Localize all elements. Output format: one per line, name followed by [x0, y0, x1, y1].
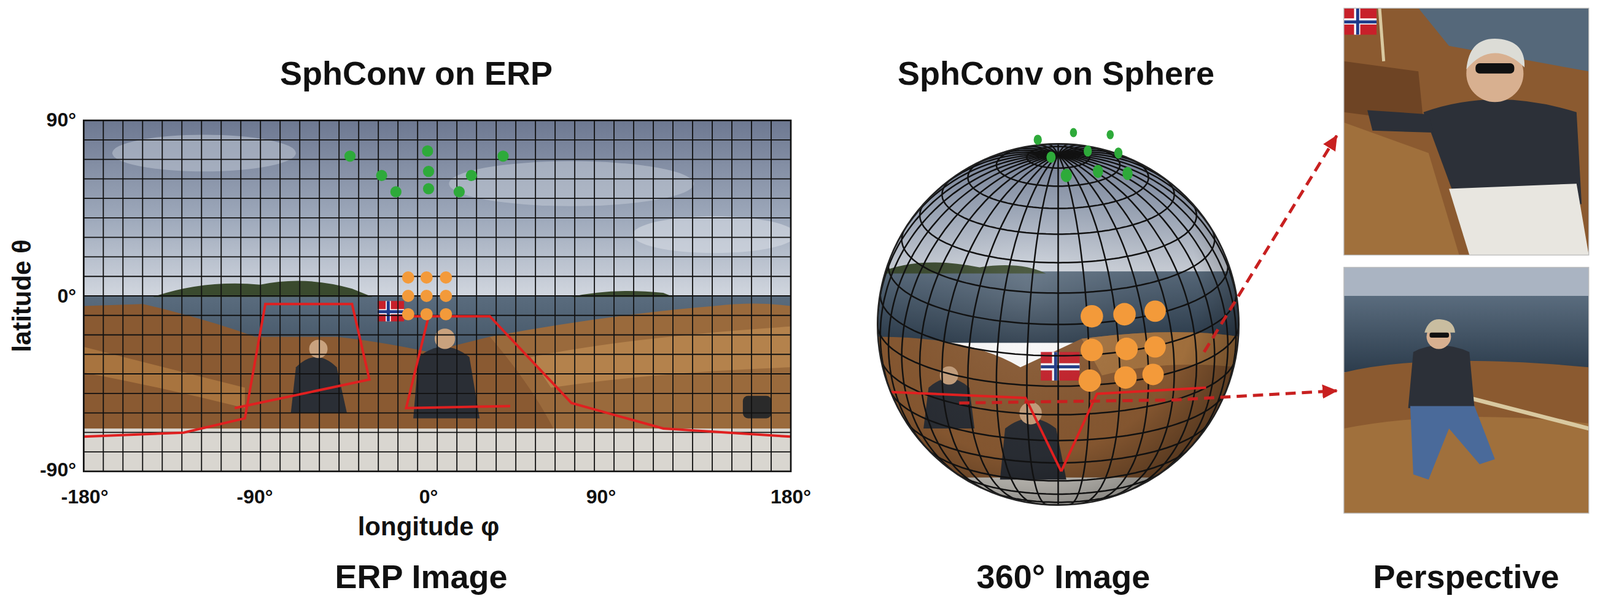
label-anchor: latitude θ: [7, 239, 37, 353]
label-anchor: -90°: [236, 486, 273, 508]
grid-line: [83, 139, 791, 141]
tick-label: 180°: [770, 485, 812, 508]
label-anchor: -180°: [61, 486, 109, 508]
panel-title: SphConv on ERP: [279, 54, 553, 92]
tick-label: 0°: [419, 485, 439, 508]
erp-grid: [83, 120, 791, 472]
label-anchor: 0°: [419, 486, 439, 508]
panel-title: ERP Image: [334, 558, 508, 595]
tick-label: -90°: [236, 485, 273, 508]
tick-label: 0°: [57, 284, 77, 307]
sphere-grid: [877, 143, 1239, 505]
panel-title: SphConv on Sphere: [897, 54, 1215, 92]
tick-label: 90°: [46, 108, 77, 131]
grid-line: [83, 159, 791, 161]
grid-line: [967, 154, 1058, 501]
grid-line: [83, 197, 791, 199]
tick-label: -90°: [39, 458, 77, 481]
flag: [377, 300, 404, 322]
projection-arrow: [959, 391, 1337, 404]
grid-line: [83, 178, 791, 180]
red-outline: [83, 303, 791, 437]
grid-line: [1057, 154, 1059, 506]
grid-line: [83, 412, 791, 414]
label-anchor: -90°: [39, 459, 77, 481]
grid-line: [1057, 154, 1228, 458]
sphere-border: [877, 143, 1239, 505]
label-anchor: 180°: [770, 486, 812, 508]
flag: [377, 310, 404, 314]
label-anchor: 360° Image: [976, 558, 1151, 595]
grid-line: [1057, 154, 1236, 409]
equipment: [742, 396, 772, 419]
panel-title: Perspective: [1372, 558, 1559, 595]
grid-line: [83, 334, 791, 336]
label-anchor: 90°: [586, 486, 616, 508]
panel-title: 360° Image: [976, 558, 1151, 595]
grid-line: [919, 154, 1058, 492]
grid-line: [83, 353, 791, 355]
grid-line: [1026, 154, 1058, 505]
grid-line: [1057, 154, 1090, 505]
grid-line: [83, 256, 791, 258]
projection-arrow: [1203, 135, 1337, 352]
erp-image: [83, 120, 791, 472]
grid-line: [1057, 154, 1239, 325]
sphere-shading: [877, 143, 1239, 505]
grid-line: [83, 295, 791, 297]
perspective-view-top: [1343, 7, 1589, 255]
image-frame: [1343, 267, 1589, 514]
axis-title: longitude φ: [357, 512, 500, 541]
grid-line: [83, 373, 791, 375]
label-anchor: SphConv on Sphere: [897, 55, 1215, 92]
grid-line: [1057, 153, 1184, 196]
tick-label: 90°: [586, 485, 616, 508]
green-kernel-dots: [344, 145, 509, 198]
grid-line: [1057, 151, 1150, 169]
orange-kernel-dots: [402, 271, 452, 321]
grid-line: [83, 217, 791, 219]
sphere-image: [867, 132, 1256, 519]
grid-line: [1057, 144, 1069, 155]
grid-line: [83, 236, 791, 239]
flag: [377, 309, 404, 315]
green-kernel-dots: [1033, 128, 1133, 183]
orange-kernel-dots: [1078, 300, 1166, 392]
person-head: [309, 339, 328, 358]
label-anchor: longitude φ: [357, 512, 500, 541]
cloud: [448, 161, 694, 207]
perspective-view-bottom: [1343, 267, 1589, 514]
grid-line: [1057, 154, 1174, 498]
label-anchor: 0°: [57, 285, 77, 307]
label-anchor: Perspective: [1372, 558, 1559, 595]
grid-line: [83, 451, 791, 453]
label-anchor: 90°: [46, 109, 77, 131]
axis-title: latitude θ: [7, 239, 37, 353]
grid-line: [996, 154, 1059, 504]
label-anchor: SphConv on ERP: [279, 55, 553, 92]
grid-line: [1057, 154, 1221, 246]
grid-line: [1057, 154, 1120, 504]
grid-line: [83, 275, 791, 277]
grid-line: [83, 392, 791, 395]
image-frame: [1343, 7, 1589, 255]
tick-label: -180°: [61, 485, 109, 508]
erp-border: [83, 120, 791, 472]
label-anchor: ERP Image: [334, 558, 508, 595]
